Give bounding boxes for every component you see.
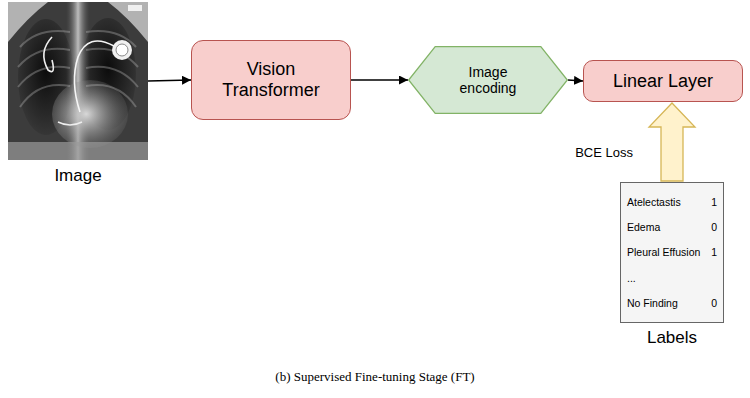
label-row: Edema 0 (627, 221, 717, 233)
edge-label: BCE Loss (573, 145, 635, 160)
label-value: 0 (711, 297, 717, 309)
process-box: Vision Transformer (191, 40, 351, 120)
figure-caption: (b) Supervised Fine-tuning Stage (FT) (0, 369, 750, 385)
node-caption: Labels (647, 328, 697, 348)
label-row: ... (627, 272, 717, 284)
label-name: Pleural Effusion (627, 246, 700, 258)
label-name: Edema (627, 221, 660, 233)
node-caption: Image (54, 166, 101, 186)
node-label: Vision Transformer (201, 59, 341, 101)
input-image: Image (8, 2, 148, 160)
flow-arrow (351, 79, 408, 81)
node-body: Vision Transformer (201, 59, 341, 101)
node-label: Linear Layer (613, 71, 713, 92)
label-row: Pleural Effusion 1 (627, 246, 717, 258)
node-body: Image encoding (446, 64, 530, 96)
loss-arrow (649, 103, 695, 181)
label-value: 1 (711, 196, 717, 208)
node-body: Linear Layer (613, 71, 713, 92)
flow-arrow (568, 80, 583, 81)
flow-arrow (148, 80, 191, 81)
hexagon-shape (409, 47, 568, 114)
process-box: Linear Layer (583, 60, 743, 102)
label-name: ... (627, 272, 636, 284)
label-row: No Finding 0 (627, 297, 717, 309)
label-value: 1 (711, 246, 717, 258)
chest-xray (8, 2, 148, 160)
node-label: Image encoding (446, 64, 530, 96)
label-value: 0 (711, 221, 717, 233)
label-table: Atelectastis1Edema0Pleural Effusion1...N… (620, 182, 724, 323)
label-row: Atelectastis 1 (627, 196, 717, 208)
label-name: Atelectastis (627, 196, 681, 208)
encoding-hexagon: Image encoding (408, 46, 568, 114)
label-name: No Finding (627, 297, 678, 309)
